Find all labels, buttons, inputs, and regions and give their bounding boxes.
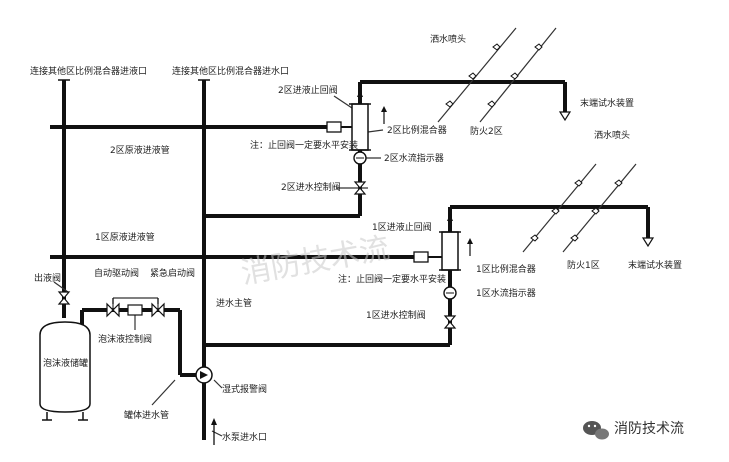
zone2-mixer-assembly <box>326 103 387 151</box>
emergency-valve-label: 紧急启动阀 <box>150 267 195 279</box>
zone1-liquid-pipe-label: 1区原液进液管 <box>95 231 155 243</box>
pump-inlet-label: 水泵进水口 <box>222 431 267 443</box>
tank-label: 泡沫液储罐 <box>43 357 88 369</box>
note-mid-label: 注：止回阀一定要水平安装 <box>338 273 446 285</box>
sprinkler-head <box>591 207 600 215</box>
wechat-brand-text: 消防技术流 <box>614 421 684 437</box>
sprinkler-head <box>534 43 543 51</box>
fire-zone2-label: 防火2区 <box>470 125 503 137</box>
sprinkler-head <box>487 100 496 108</box>
zone2-branch-b <box>479 27 557 123</box>
zone1-check-valve <box>413 251 429 263</box>
zone1-control-label: 1区进水控制阀 <box>366 309 426 321</box>
sprinkler-head <box>551 207 560 215</box>
zone2-control-label: 2区进水控制阀 <box>281 181 341 193</box>
main-pipe-label: 进水主管 <box>216 297 252 309</box>
end-test-device-zone2 <box>558 111 572 122</box>
end-test-top-label: 末端试水装置 <box>580 97 634 109</box>
sprinkler-head <box>445 100 454 108</box>
zone1-liquid-check-label: 1区进液止回阀 <box>372 221 432 233</box>
wechat-brand-badge: 消防技术流 <box>583 421 684 440</box>
zone1-flow-label: 1区水流指示器 <box>476 287 536 299</box>
zone2-mixer-label: 2区比例混合器 <box>387 124 447 136</box>
tank-inlet-label: 罐体进水管 <box>124 409 169 421</box>
wet-alarm-label: 湿式报警阀 <box>222 383 267 395</box>
sprinkler-head <box>510 72 519 80</box>
zone2-flow-label: 2区水流指示器 <box>384 152 444 164</box>
thin-lines <box>53 27 637 437</box>
sprinkler-head <box>614 179 623 187</box>
outlet-valve <box>57 291 71 305</box>
auto-drive-valve <box>106 298 120 318</box>
sprinkler-head <box>468 72 477 80</box>
end-test-mid-label: 末端试水装置 <box>628 259 682 271</box>
connect-water-label: 连接其他区比例混合器进水口 <box>172 65 289 77</box>
wechat-icon <box>583 421 609 440</box>
zone2-flow-indicator <box>353 151 367 165</box>
sprinkler-mid-label: 洒水喷头 <box>594 129 630 141</box>
zone1-mixer-assembly <box>413 231 473 271</box>
zone1-mixer-body <box>441 231 459 271</box>
zone1-flow-indicator <box>443 286 457 300</box>
sprinkler-head <box>570 234 579 242</box>
zone1-control-valve <box>443 315 457 329</box>
sprinkler-head <box>530 234 539 242</box>
end-test-devices <box>558 111 655 248</box>
wet-alarm-valve <box>195 366 213 384</box>
sprinkler-head <box>574 179 583 187</box>
outlet-label: 出液阀 <box>34 272 61 284</box>
zone2-liquid-check-label: 2区进液止回阀 <box>278 84 338 96</box>
sprinkler-head <box>492 43 501 51</box>
pump-inlet-arrow <box>211 418 217 445</box>
foam-control-valve <box>127 304 143 316</box>
emergency-valve <box>151 298 165 318</box>
sprinkler-top-label: 洒水喷头 <box>430 33 466 45</box>
note-top-label: 注：止回阀一定要水平安装 <box>250 139 358 151</box>
zone2-liquid-pipe-label: 2区原液进液管 <box>110 144 170 156</box>
sprinkler-heads <box>445 43 623 242</box>
connect-liquid-label: 连接其他区比例混合器进液口 <box>30 65 147 77</box>
fire-zone1-label: 防火1区 <box>567 259 600 271</box>
foam-control-label: 泡沫液控制阀 <box>98 333 152 345</box>
foam-tank <box>39 321 91 421</box>
foam-tank-body <box>39 321 91 413</box>
zone2-control-valve <box>353 181 367 195</box>
zone2-check-valve <box>326 121 342 133</box>
labels: 连接其他区比例混合器进液口 连接其他区比例混合器进水口 2区进液止回阀 2区比例… <box>30 33 682 443</box>
zone1-mixer-label: 1区比例混合器 <box>476 263 536 275</box>
end-test-device-zone1 <box>641 237 655 248</box>
pipes <box>50 80 650 440</box>
auto-valve-label: 自动驱动阀 <box>94 267 139 279</box>
